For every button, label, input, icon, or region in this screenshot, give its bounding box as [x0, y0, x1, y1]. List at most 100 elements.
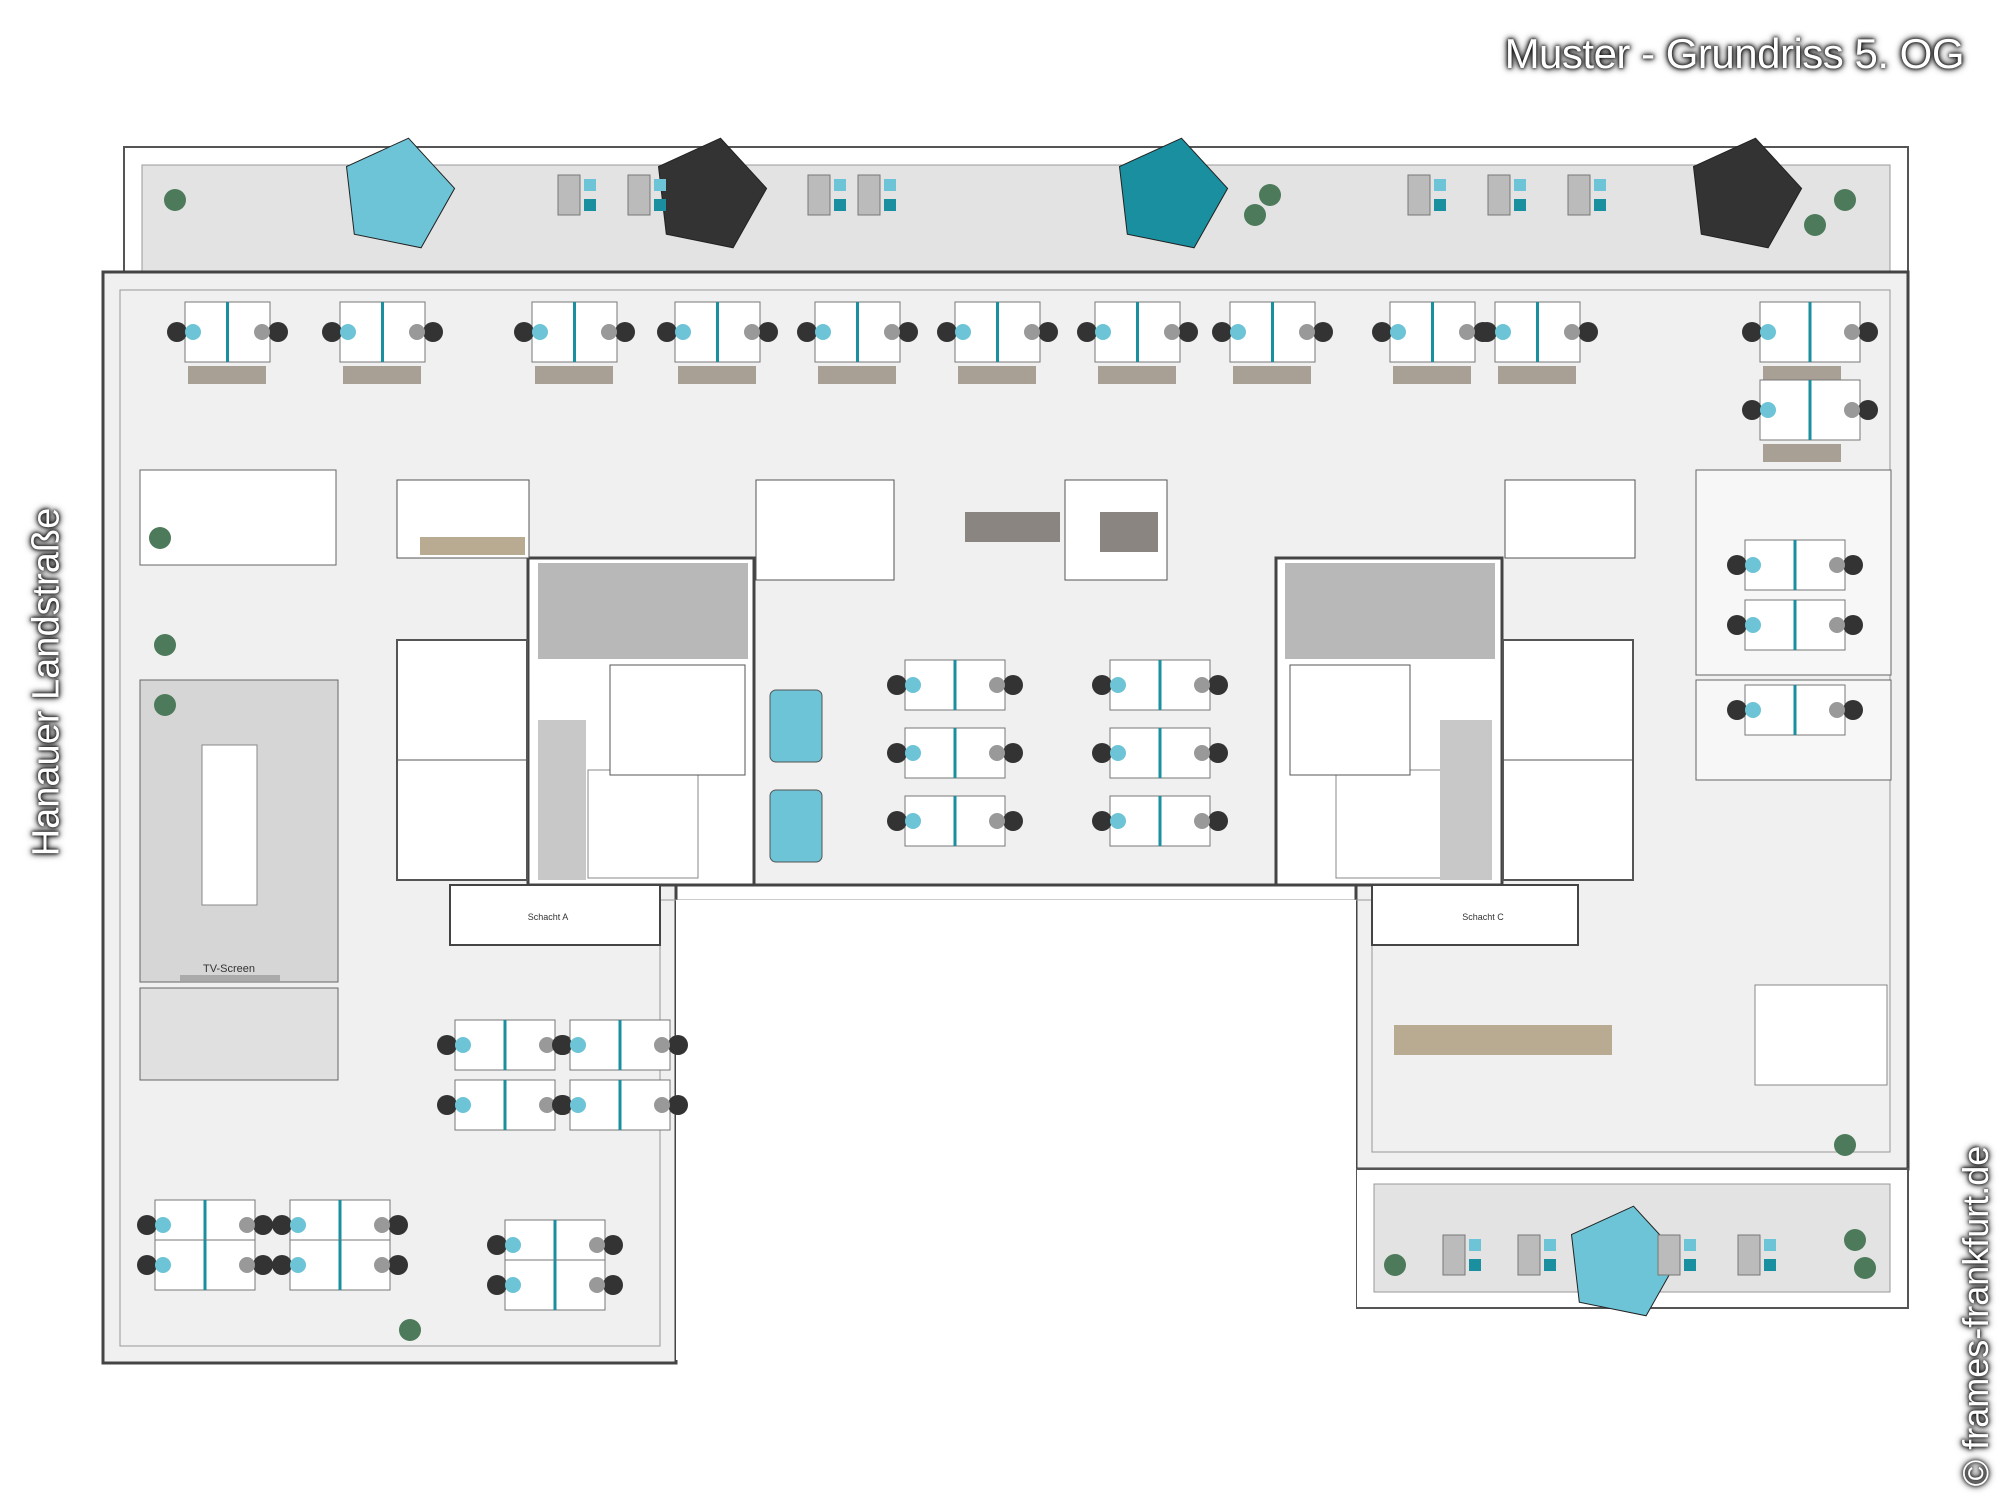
person: [884, 324, 900, 340]
person: [1230, 324, 1246, 340]
terrace-chair: [654, 179, 666, 191]
person: [601, 324, 617, 340]
person: [239, 1257, 255, 1273]
person: [589, 1237, 605, 1253]
person: [1829, 557, 1845, 573]
terrace-chair: [1684, 1259, 1696, 1271]
terrace-table: [1567, 174, 1591, 216]
person: [989, 745, 1005, 761]
terrace-chair: [1514, 179, 1526, 191]
plant-icon: [1259, 184, 1281, 206]
lounge-sofa: [1754, 984, 1888, 1086]
chair: [1208, 743, 1228, 763]
person: [532, 324, 548, 340]
plant-icon: [1844, 1229, 1866, 1251]
person: [905, 813, 921, 829]
chair: [937, 322, 957, 342]
umbrella: [657, 137, 768, 249]
person: [1194, 813, 1210, 829]
chair: [423, 322, 443, 342]
person: [905, 677, 921, 693]
terrace-chair: [1764, 1259, 1776, 1271]
person: [1844, 324, 1860, 340]
kitchenette-east: [1504, 479, 1636, 559]
person: [455, 1037, 471, 1053]
person: [570, 1097, 586, 1113]
chair: [253, 1215, 273, 1235]
cabinet: [958, 366, 1036, 384]
person: [1024, 324, 1040, 340]
person: [654, 1097, 670, 1113]
lounge-module: [769, 689, 823, 763]
person: [1745, 617, 1761, 633]
person: [455, 1097, 471, 1113]
person: [1844, 402, 1860, 418]
terrace-chair: [1469, 1259, 1481, 1271]
chair: [1727, 615, 1747, 635]
chair: [514, 322, 534, 342]
person: [1459, 324, 1475, 340]
cabinet: [1393, 366, 1471, 384]
chair: [253, 1255, 273, 1275]
person: [539, 1097, 555, 1113]
plant-icon: [1834, 1134, 1856, 1156]
chair: [1372, 322, 1392, 342]
plant-icon: [164, 189, 186, 211]
terrace-table: [857, 174, 881, 216]
chair: [657, 322, 677, 342]
chair: [1092, 811, 1112, 831]
person: [675, 324, 691, 340]
person: [409, 324, 425, 340]
chair: [1208, 811, 1228, 831]
person: [290, 1257, 306, 1273]
chair: [1727, 555, 1747, 575]
copyright-label: © frames-frankfurt.de: [1955, 1145, 1996, 1487]
terrace-chair: [584, 179, 596, 191]
chair: [1003, 743, 1023, 763]
chair: [797, 322, 817, 342]
street-label: Hanauer Landstraße: [25, 507, 68, 857]
terrace-chair: [1434, 179, 1446, 191]
person: [539, 1037, 555, 1053]
chair: [1092, 743, 1112, 763]
plant-icon: [1804, 214, 1826, 236]
chair: [272, 1215, 292, 1235]
person: [1110, 745, 1126, 761]
cabinet: [818, 366, 896, 384]
focus-room: [755, 479, 895, 581]
chair: [668, 1095, 688, 1115]
cabinet: [535, 366, 613, 384]
person: [744, 324, 760, 340]
chair: [1208, 675, 1228, 695]
shaft-a: Schacht A: [449, 884, 661, 946]
person: [340, 324, 356, 340]
chair: [1858, 400, 1878, 420]
cabinet: [678, 366, 756, 384]
cabinet: [1763, 444, 1841, 462]
person: [989, 677, 1005, 693]
meeting-room: TV-Screen: [139, 679, 339, 983]
chair: [887, 743, 907, 763]
tv-screen-label: TV-Screen: [203, 963, 255, 975]
shaft-c-label: Schacht C: [1462, 912, 1504, 922]
shaft-a-label: Schacht A: [528, 912, 569, 922]
chair: [388, 1215, 408, 1235]
chair: [552, 1035, 572, 1055]
terrace-chair: [1594, 179, 1606, 191]
chair: [898, 322, 918, 342]
restrooms-east: [1502, 639, 1634, 881]
chair: [1077, 322, 1097, 342]
terrace-chair: [884, 199, 896, 211]
umbrella: [1118, 137, 1229, 249]
person: [1299, 324, 1315, 340]
chair: [487, 1235, 507, 1255]
person: [1164, 324, 1180, 340]
chair: [1742, 322, 1762, 342]
terrace-table: [557, 174, 581, 216]
chair: [1178, 322, 1198, 342]
person: [374, 1217, 390, 1233]
terrace-chair: [834, 179, 846, 191]
person: [505, 1237, 521, 1253]
chair: [1038, 322, 1058, 342]
person: [589, 1277, 605, 1293]
